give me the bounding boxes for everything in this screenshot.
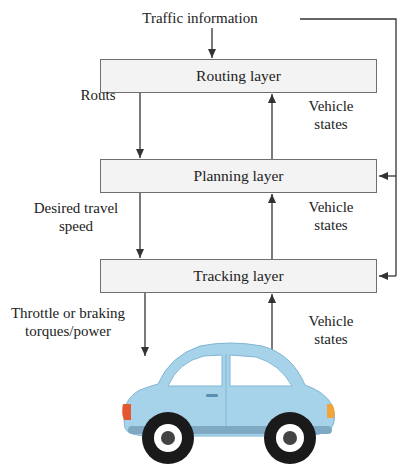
edge-label: Desired travel speed — [22, 199, 130, 235]
input-arrow — [211, 28, 212, 58]
flow-arrow — [271, 194, 272, 259]
box-title: Planning layer — [194, 167, 284, 185]
annotation: Vehicle states — [296, 312, 366, 348]
edge-label: Routs — [68, 86, 128, 104]
box-title: Tracking layer — [193, 267, 283, 285]
control-arrow — [144, 293, 145, 356]
edge-label: Vehicle states — [296, 198, 366, 234]
flow-arrow — [139, 93, 140, 158]
flow-arrow — [139, 193, 140, 258]
input-arrow — [379, 175, 396, 176]
input-arrow — [379, 275, 396, 276]
layer-box: Tracking layer — [100, 259, 377, 293]
flow-arrow — [271, 94, 272, 159]
layer-box: Planning layer — [100, 159, 377, 193]
info-line — [300, 19, 396, 276]
car-illustration — [122, 343, 334, 464]
box-title: Routing layer — [196, 67, 281, 85]
annotation: Throttle or braking torques/power — [4, 304, 132, 340]
annotation: Traffic information — [100, 9, 300, 27]
layer-box: Routing layer — [100, 59, 377, 93]
edge-label: Vehicle states — [296, 97, 366, 133]
